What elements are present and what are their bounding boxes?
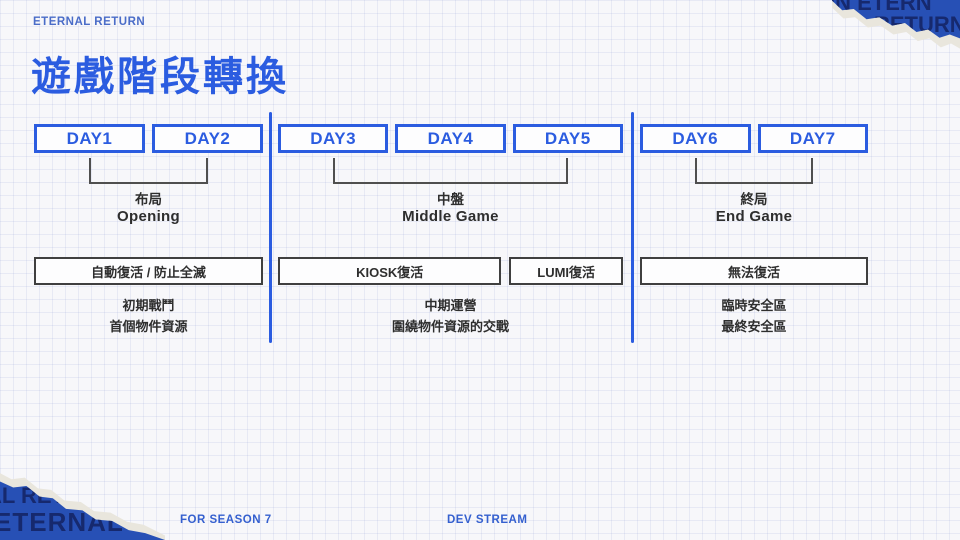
revival-row: 自動復活 / 防止全滅	[34, 257, 263, 285]
day-box: DAY4	[395, 124, 506, 153]
footer-season-label: FOR SEASON 7	[180, 514, 272, 526]
phase-label-en: End Game	[715, 208, 793, 225]
day-box: DAY3	[278, 124, 389, 153]
phase-label-zh: 布局	[135, 192, 162, 207]
phase-label-en: Middle Game	[402, 208, 499, 225]
group-bracket	[89, 158, 208, 184]
revival-box: 自動復活 / 防止全滅	[34, 257, 263, 285]
group-bracket	[695, 158, 813, 184]
day-box: DAY6	[640, 124, 751, 153]
phase-divider	[269, 112, 272, 343]
torn-paper-decoration-bottom-left: RETU AL RETUR ETERNAL	[0, 464, 165, 540]
footer-stream-label: DEV STREAM	[447, 514, 528, 526]
phase-note: 首個物件資源	[109, 319, 188, 334]
decor-text-fragment: ETERNAL	[0, 507, 124, 537]
page-title: 遊戲階段轉換	[31, 55, 289, 99]
day-box: DAY7	[757, 124, 868, 153]
phase-note: 最終安全區	[721, 319, 787, 334]
phase-divider	[631, 112, 634, 343]
revival-box: 無法復活	[640, 257, 868, 285]
torn-paper-decoration-top-right: IN ETERN RETURN	[832, 0, 960, 64]
phase-note: 初期戰鬥	[122, 298, 175, 313]
brand-label: ETERNAL RETURN	[33, 16, 146, 28]
phase-note: 臨時安全區	[721, 298, 787, 313]
group-bracket	[333, 158, 568, 184]
day-box: DAY5	[512, 124, 623, 153]
phase-label-en: Opening	[117, 208, 180, 225]
decor-text-fragment: IN ETERN	[832, 0, 932, 15]
revival-box: LUMI復活	[509, 257, 623, 285]
day-box: DAY1	[34, 124, 145, 153]
phase-label-zh: 中盤	[437, 192, 464, 207]
revival-row: 無法復活	[640, 257, 868, 285]
revival-box: KIOSK復活	[278, 257, 502, 285]
phase-label-zh: 終局	[740, 192, 768, 207]
phase-note: 圍繞物件資源的交戰	[391, 319, 509, 334]
phase-note: 中期運營	[424, 298, 477, 313]
day-box: DAY2	[152, 124, 263, 153]
